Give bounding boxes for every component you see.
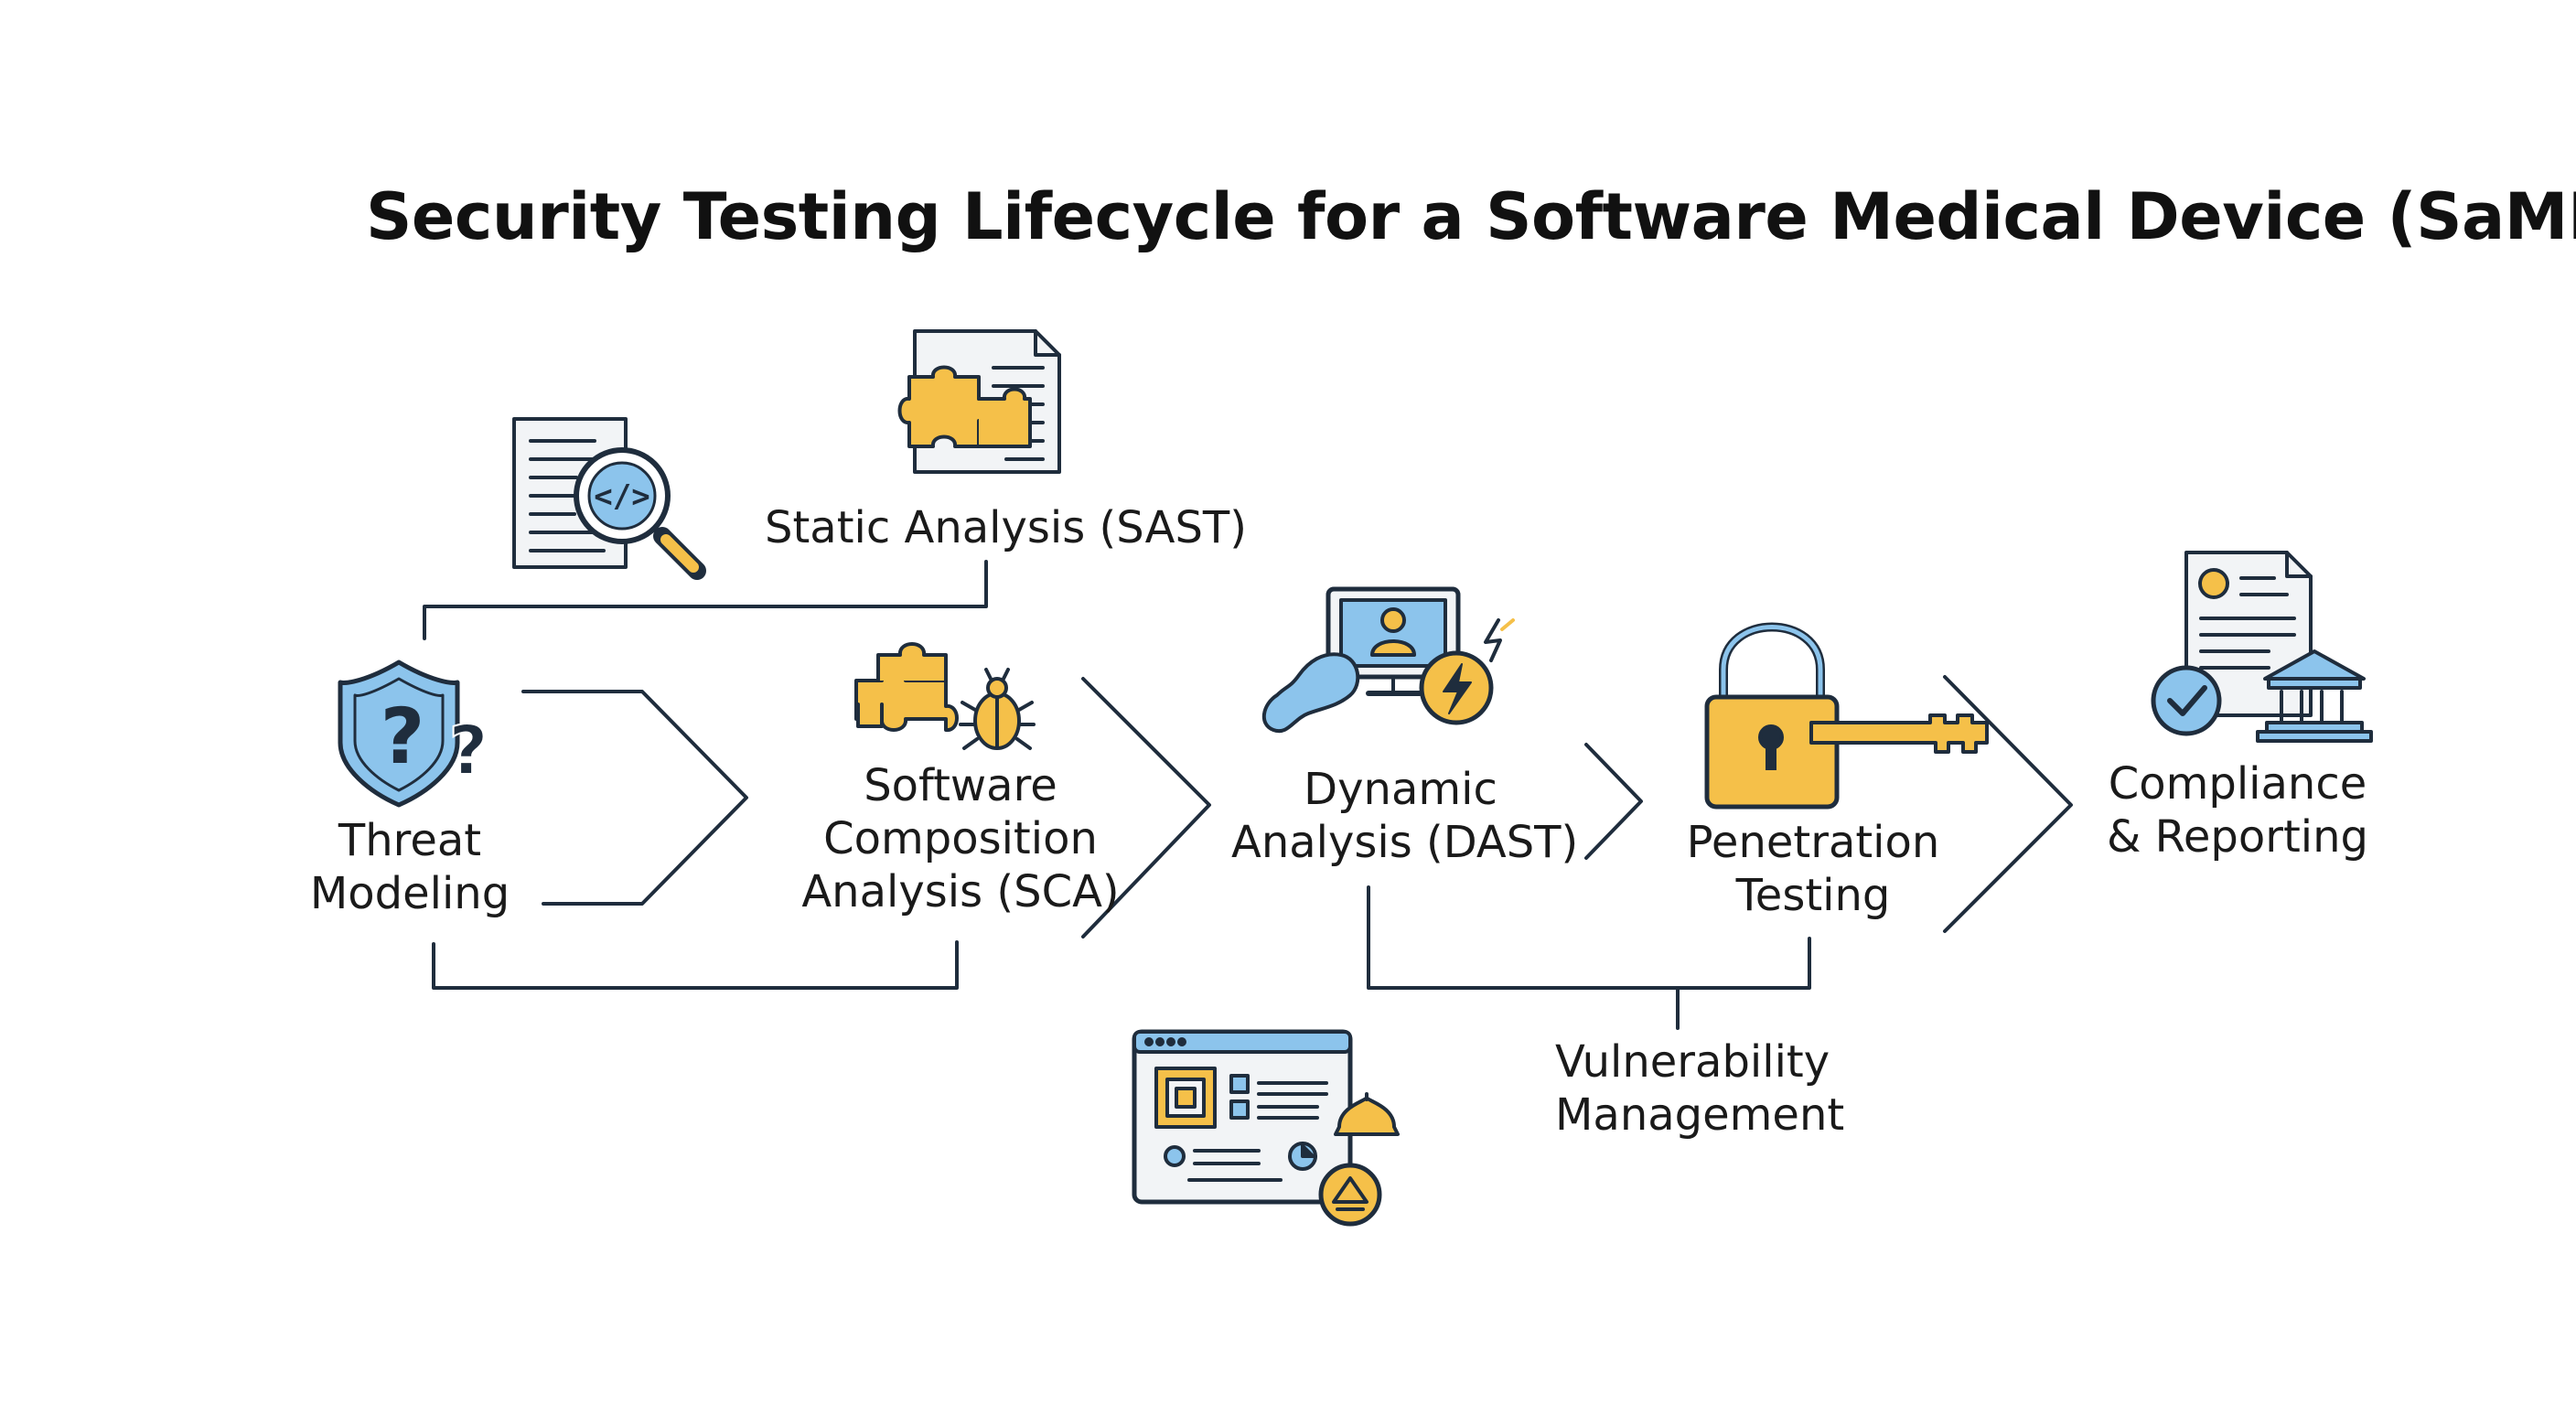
question-mark-glyph: ? xyxy=(449,712,488,790)
compliance-document-building-icon xyxy=(2151,551,2373,743)
flow-chevrons xyxy=(521,675,2073,938)
stage-sast: Static Analysis (SAST) xyxy=(765,501,1277,554)
monitor-lightning-icon xyxy=(1262,586,1515,734)
dashboard-alert-icon xyxy=(1132,1029,1400,1227)
stage-vuln-line-1: Vulnerability xyxy=(1555,1036,1830,1088)
stage-dast-line-1: Dynamic xyxy=(1304,764,1497,815)
stage-compliance-line-1: Compliance xyxy=(2108,758,2367,810)
chevron-2 xyxy=(1081,677,1211,938)
stage-sca-line-2: Composition xyxy=(823,813,1098,864)
stage-compliance-reporting: Compliance & Reporting xyxy=(2073,757,2402,863)
padlock-key-icon xyxy=(1704,622,1989,810)
connector-dast-to-pentest xyxy=(1367,885,1811,990)
stage-sca-line-3: Analysis (SCA) xyxy=(801,866,1120,917)
stage-penetration-testing: Penetration Testing xyxy=(1667,816,1959,922)
chevron-4 xyxy=(1943,675,2073,933)
stage-sca: Software Composition Analysis (SCA) xyxy=(778,759,1143,918)
stage-dast: Dynamic Analysis (DAST) xyxy=(1231,763,1579,869)
connector-threat-to-sast xyxy=(423,560,988,640)
stage-threat-modeling-line-1: Threat xyxy=(338,815,482,866)
stage-compliance-line-2: & Reporting xyxy=(2106,811,2369,863)
stage-vuln-line-2: Management xyxy=(1555,1089,1845,1141)
shield-question-glyph: ? xyxy=(381,692,425,781)
stage-threat-modeling-line-2: Modeling xyxy=(309,868,510,919)
chevron-1 xyxy=(521,690,748,906)
stage-threat-modeling: Threat Modeling xyxy=(291,814,529,920)
code-tag-glyph: </> xyxy=(594,478,649,515)
stage-pentest-line-2: Testing xyxy=(1735,870,1891,921)
puzzle-document-icon xyxy=(897,329,1061,474)
document-magnifier-icon xyxy=(512,417,706,580)
chevron-3 xyxy=(1584,743,1643,860)
connector-lines xyxy=(423,560,1811,1030)
shield-question-icon xyxy=(338,660,460,808)
puzzle-bug-icon xyxy=(854,642,1036,750)
page-title: Security Testing Lifecycle for a Softwar… xyxy=(366,179,2576,254)
connector-threat-to-sca xyxy=(432,940,959,990)
stage-sca-line-1: Software xyxy=(864,760,1057,811)
stage-vulnerability-management: Vulnerability Management xyxy=(1555,1035,1903,1142)
stage-pentest-line-1: Penetration xyxy=(1686,817,1940,868)
stage-sast-line-1: Static Analysis (SAST) xyxy=(765,502,1247,553)
stage-dast-line-2: Analysis (DAST) xyxy=(1231,817,1579,868)
